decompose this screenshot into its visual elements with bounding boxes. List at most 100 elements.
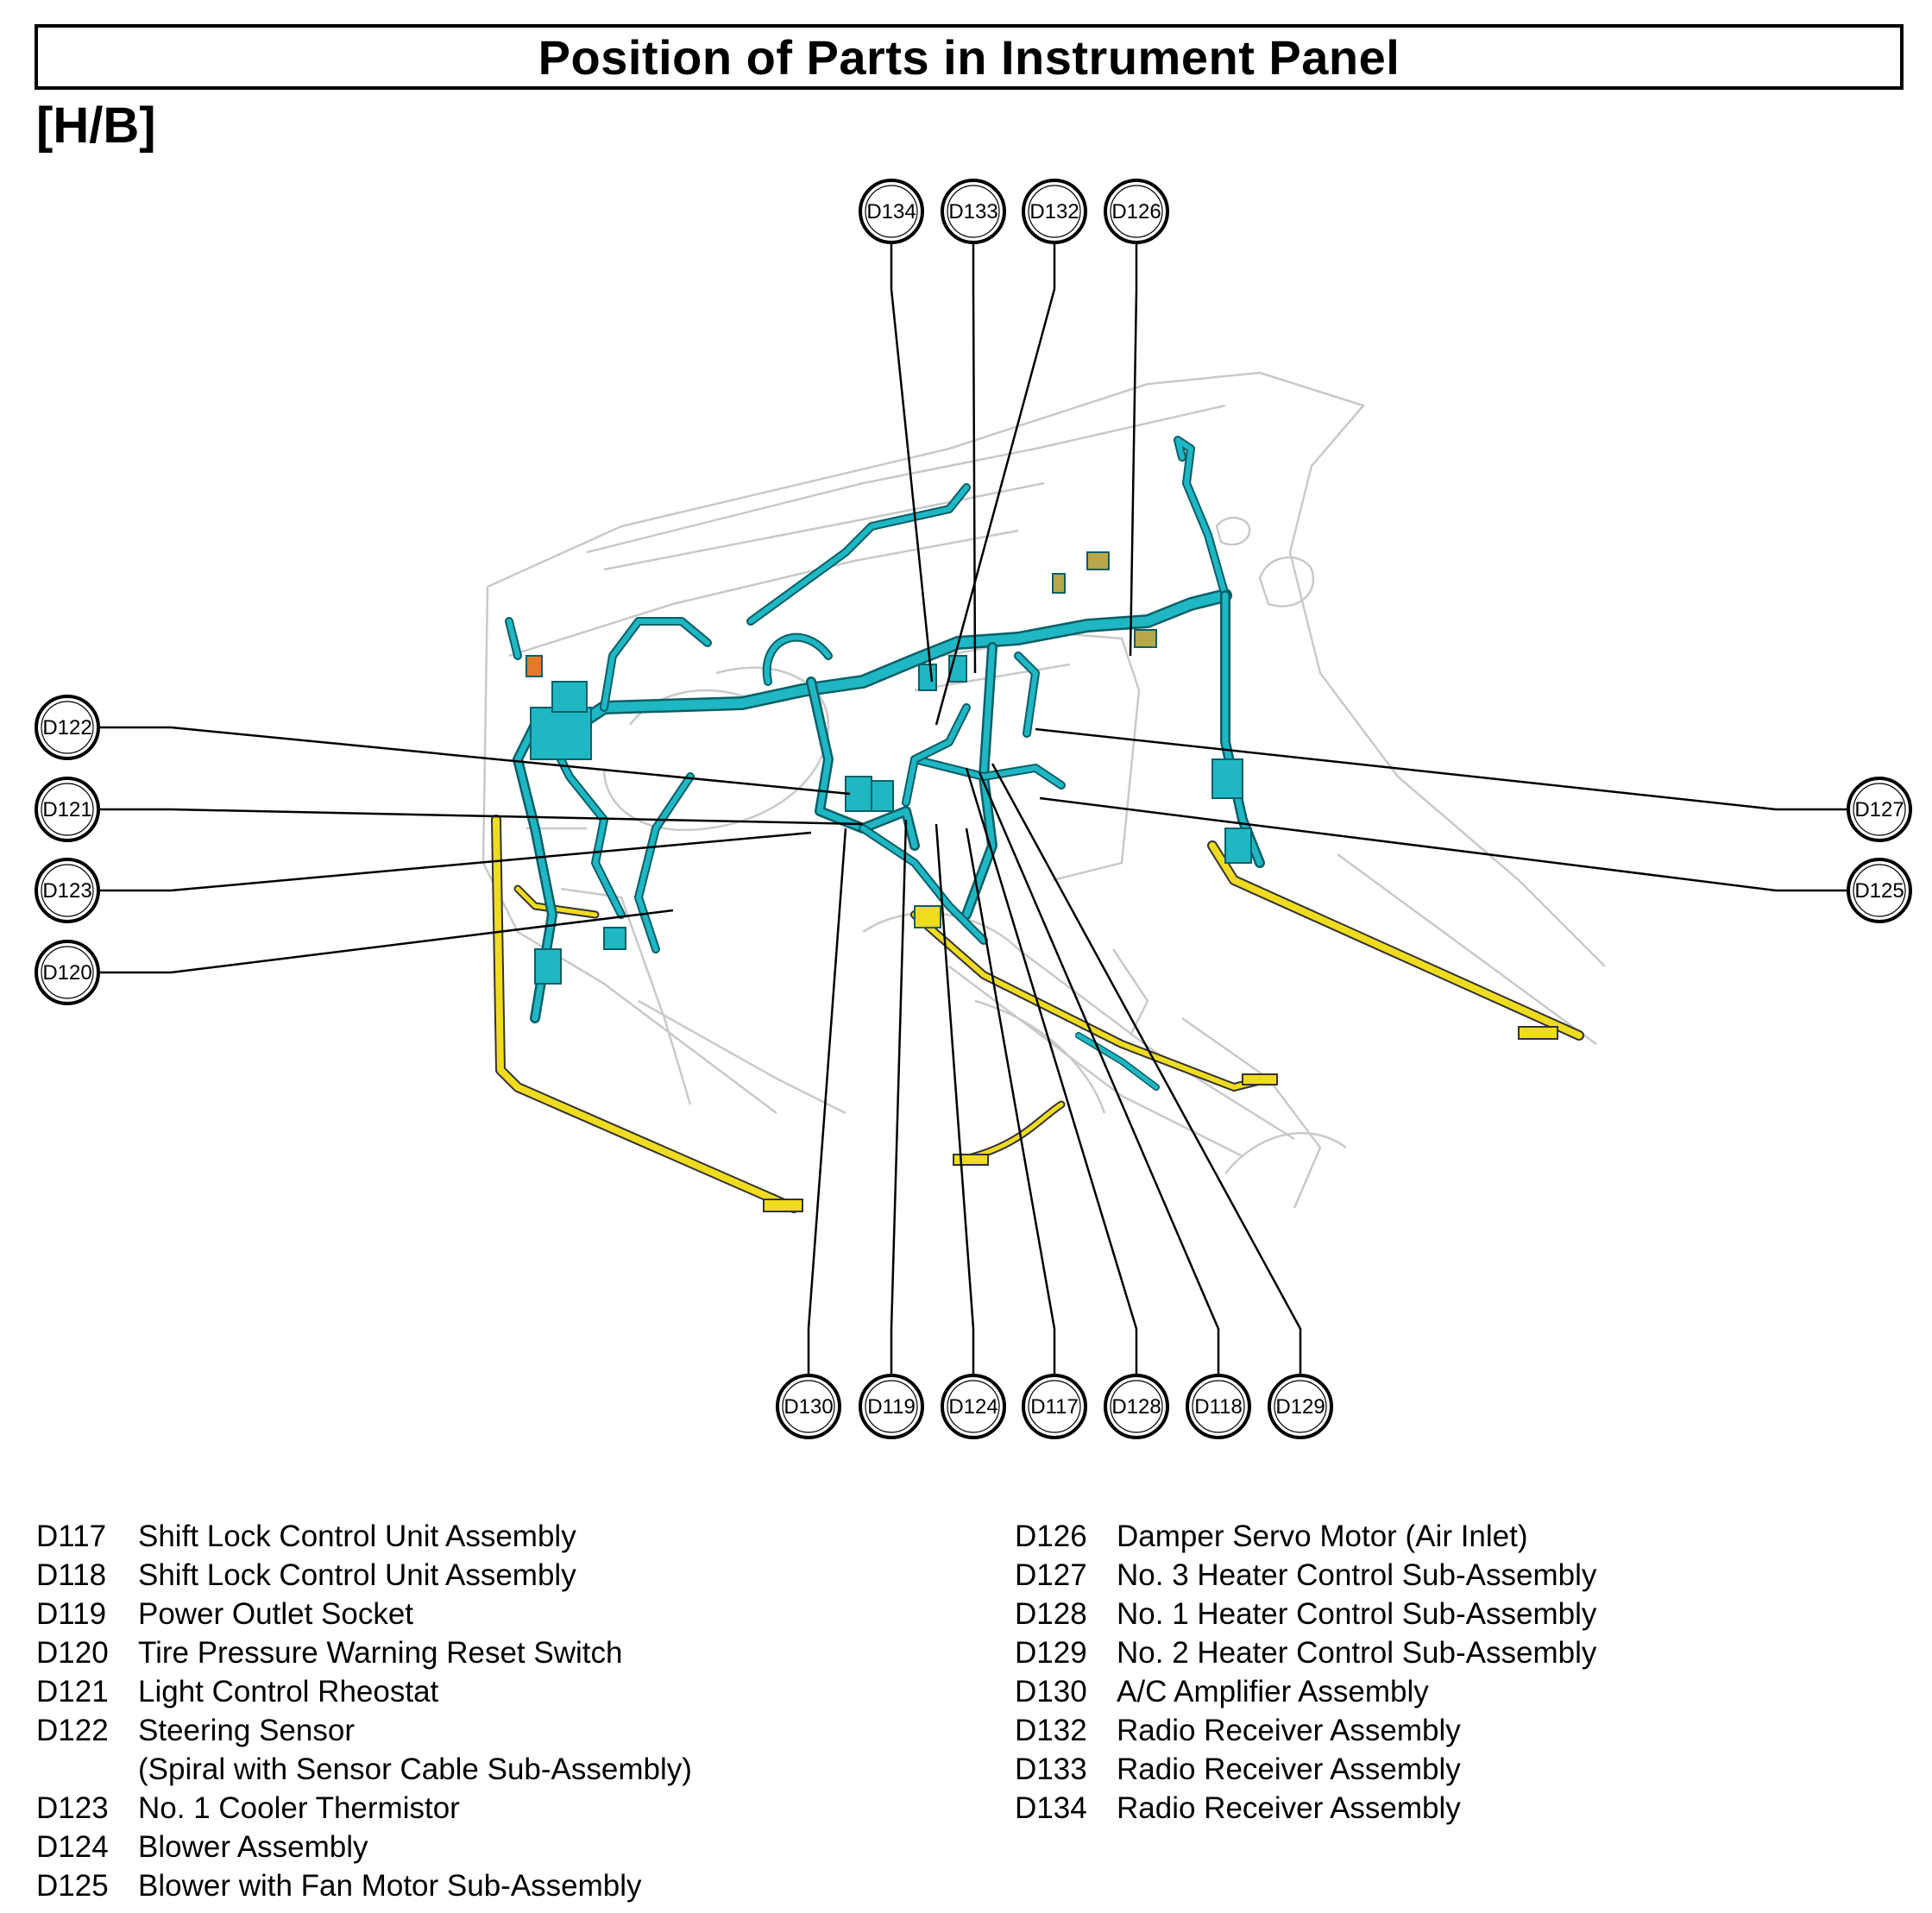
callout-label: D127 <box>1854 798 1904 821</box>
legend-code: D117 <box>36 1520 107 1553</box>
callout-label: D132 <box>1029 200 1079 223</box>
callout-label: D133 <box>948 200 997 223</box>
callout-d126: D126 <box>1104 179 1169 244</box>
callout-d122: D122 <box>35 695 100 760</box>
legend-part-name: Blower with Fan Motor Sub-Assembly <box>138 1869 642 1903</box>
legend-part-name: No. 1 Cooler Thermistor <box>138 1791 460 1825</box>
section-tag: [H/B] <box>36 98 156 154</box>
callout-label: D120 <box>42 961 91 985</box>
leader-line <box>965 767 1138 1375</box>
callout-d129: D129 <box>1268 1374 1333 1439</box>
legend-part-name: Radio Receiver Assembly <box>1117 1753 1461 1786</box>
callout-d117: D117 <box>1022 1374 1087 1439</box>
legend-row: D129 No. 2 Heater Control Sub-Assembly <box>1015 1633 1596 1672</box>
legend-row: D123 No. 1 Cooler Thermistor <box>36 1789 692 1828</box>
legend-code: D120 <box>36 1636 109 1670</box>
legend-part-name: Shift Lock Control Unit Assembly <box>138 1558 576 1592</box>
leader-line <box>972 242 977 674</box>
callout-label: D119 <box>867 1395 916 1419</box>
callout-label: D129 <box>1275 1395 1325 1419</box>
leader-line <box>1129 242 1138 657</box>
callout-d132: D132 <box>1022 179 1087 244</box>
legend-code: D124 <box>36 1830 109 1864</box>
legend-code: D129 <box>1015 1636 1087 1670</box>
callout-d119: D119 <box>859 1374 924 1439</box>
leader-line <box>1039 796 1848 892</box>
callout-circle <box>941 1374 1006 1439</box>
leader-line <box>965 827 1056 1375</box>
leader-line <box>991 763 1302 1375</box>
floor-wire-harness <box>491 815 1584 1213</box>
legend-code: D126 <box>1015 1520 1087 1553</box>
callout-inner-ring <box>947 185 1000 238</box>
callout-inner-ring <box>947 1380 1000 1433</box>
leader-line <box>890 242 934 683</box>
legend-code: D123 <box>36 1791 109 1825</box>
callout-inner-ring <box>782 1380 835 1433</box>
leader-line <box>890 819 908 1375</box>
callout-label: D122 <box>42 716 91 739</box>
callout-circle <box>35 858 100 923</box>
callout-circle <box>1104 179 1169 244</box>
callout-inner-ring <box>1853 783 1906 836</box>
connectors <box>525 551 1252 985</box>
callout-inner-ring <box>1274 1380 1327 1433</box>
callout-circle <box>859 179 924 244</box>
leader-line <box>98 808 864 826</box>
legend-row: D126 Damper Servo Motor (Air Inlet) <box>1015 1517 1596 1556</box>
legend-code: D133 <box>1015 1753 1087 1786</box>
callout-label: D128 <box>1111 1395 1161 1419</box>
callout-d118: D118 <box>1186 1374 1251 1439</box>
page-title: Position of Parts in Instrument Panel <box>538 29 1400 85</box>
callout-inner-ring <box>41 946 94 999</box>
callout-inner-ring <box>1028 1380 1081 1433</box>
leader-line <box>935 242 1056 726</box>
legend-part-name: Steering Sensor <box>138 1714 355 1747</box>
callout-inner-ring <box>1110 185 1163 238</box>
callout-label: D134 <box>866 200 916 223</box>
legend-row: D118 Shift Lock Control Unit Assembly <box>36 1556 692 1595</box>
legend-part-name: Radio Receiver Assembly <box>1117 1791 1461 1825</box>
legend-part-name: Tire Pressure Warning Reset Switch <box>138 1636 623 1670</box>
legend-code: D128 <box>1015 1597 1087 1631</box>
legend-part-name: No. 3 Heater Control Sub-Assembly <box>1117 1558 1597 1592</box>
callout-label: D121 <box>42 798 91 821</box>
legend-part-name: Light Control Rheostat <box>138 1675 439 1708</box>
legend-code: D130 <box>1015 1675 1087 1708</box>
callout-circle <box>1022 1374 1087 1439</box>
callout-label: D118 <box>1194 1395 1243 1419</box>
callout-d127: D127 <box>1847 777 1912 842</box>
callout-d123: D123 <box>35 858 100 923</box>
callout-label: D126 <box>1111 200 1161 223</box>
leader-lines <box>98 242 1848 1375</box>
legend-part-name: Shift Lock Control Unit Assembly <box>138 1520 576 1553</box>
callout-d121: D121 <box>35 777 100 842</box>
legend-code: D132 <box>1015 1714 1087 1747</box>
callout-d134: D134 <box>859 179 924 244</box>
callout-inner-ring <box>41 701 94 754</box>
legend-row: D133 Radio Receiver Assembly <box>1015 1750 1596 1789</box>
callout-d133: D133 <box>941 179 1006 244</box>
callout-inner-ring <box>1853 864 1906 917</box>
legend-part-name: No. 2 Heater Control Sub-Assembly <box>1117 1636 1597 1670</box>
legend-part-name: No. 1 Heater Control Sub-Assembly <box>1117 1597 1597 1631</box>
legend-code: D118 <box>36 1558 107 1592</box>
callout-circle <box>1022 179 1087 244</box>
legend-part-name: Power Outlet Socket <box>138 1597 414 1631</box>
legend-part-name: Blower Assembly <box>138 1830 368 1864</box>
callout-circle <box>859 1374 924 1439</box>
leader-line <box>1035 727 1848 811</box>
legend-part-name: Damper Servo Motor (Air Inlet) <box>1117 1520 1528 1553</box>
instrument-panel-wire-harness <box>505 436 1265 1091</box>
callout-label: D117 <box>1030 1395 1079 1419</box>
callout-d120: D120 <box>35 940 100 1005</box>
callout-inner-ring <box>41 864 94 917</box>
legend-row: D117 Shift Lock Control Unit Assembly <box>36 1517 692 1556</box>
callout-circle <box>1847 777 1912 842</box>
callout-circle <box>1104 1374 1169 1439</box>
